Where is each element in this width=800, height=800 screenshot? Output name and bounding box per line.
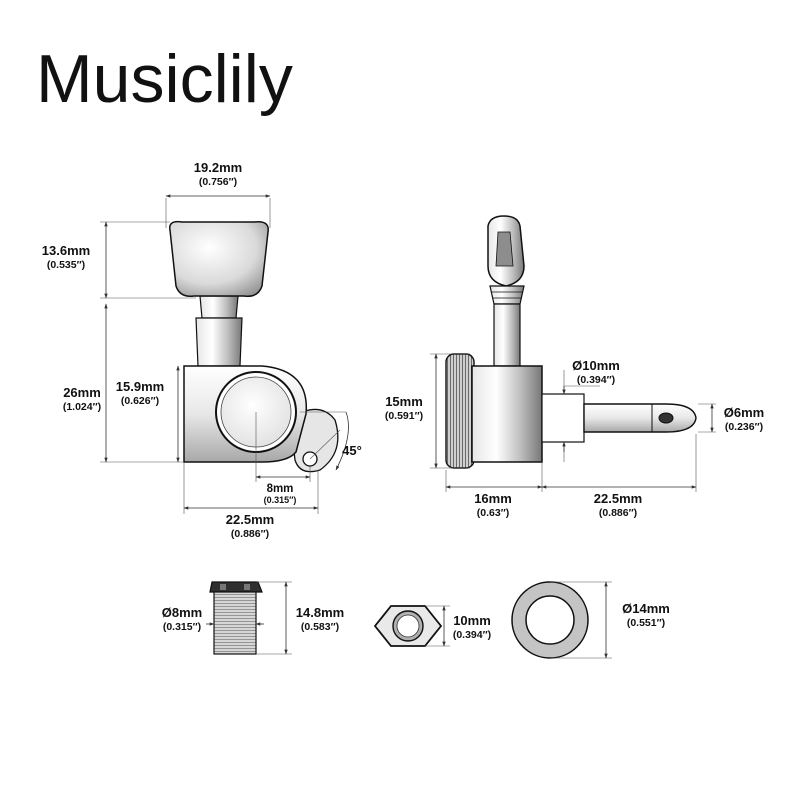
side-shaft-drawing [493,303,521,367]
brand-logo: Musiclily [36,41,293,117]
bushing-length-inch-label: (0.583″) [301,621,339,633]
post-hole-diameter-label: Ø10mm [572,358,620,373]
front-collar-drawing [199,295,239,319]
side-string-post-drawing [583,403,697,433]
body-height-inch-label: (1.024″) [63,401,101,413]
bushing-diameter-inch-label: (0.315″) [163,621,201,633]
front-shaft-drawing [195,317,243,367]
side-collar-drawing [489,285,525,305]
side-view-tuner [445,215,697,469]
side-housing-drawing [471,365,543,463]
washer-part [511,581,612,659]
front-button-drawing [169,220,269,298]
hex-nut-part [373,605,450,647]
side-view-dimensions [430,353,716,492]
side-string-hole-drawing [658,412,674,424]
washer-diameter-label: Ø14mm [622,601,670,616]
front-view-tuner [169,220,339,473]
side-post-bushing-drawing [541,393,585,443]
button-width-label: 19.2mm [194,160,242,175]
housing-height-inch-label: (0.626″) [121,395,159,407]
housing-width-inch-label: (0.63″) [477,507,509,519]
total-width-inch-label: (0.886″) [231,528,269,540]
bushing-length-label: 14.8mm [296,605,344,620]
angle-label: 45° [342,443,362,458]
bushing-flange-drawing [209,581,263,593]
bushing-part [206,581,292,655]
housing-width-label: 16mm [474,491,512,506]
post-diameter-label: Ø6mm [724,405,764,420]
screw-offset-label: 8mm [267,483,294,495]
side-housing-height-inch-label: (0.591″) [385,410,423,422]
button-height-inch-label: (0.535″) [47,259,85,271]
housing-height-label: 15.9mm [116,379,164,394]
post-length-label: 22.5mm [594,491,642,506]
screw-offset-inch-label: (0.315″) [264,495,297,505]
side-housing-height-label: 15mm [385,394,423,409]
washer-diameter-inch-label: (0.551″) [627,617,665,629]
body-height-label: 26mm [63,385,101,400]
total-width-label: 22.5mm [226,512,274,527]
post-length-inch-label: (0.886″) [599,507,637,519]
side-knurled-cap-drawing [445,353,475,469]
post-hole-diameter-inch-label: (0.394″) [577,374,615,386]
bushing-diameter-label: Ø8mm [162,605,202,620]
hex-nut-size-label: 10mm [453,613,491,628]
post-diameter-inch-label: (0.236″) [725,421,763,433]
front-view-dimensions [100,194,349,514]
bushing-threaded-body-drawing [213,591,257,655]
button-height-label: 13.6mm [42,243,90,258]
button-width-inch-label: (0.756″) [199,176,237,188]
hex-nut-size-inch-label: (0.394″) [453,629,491,641]
